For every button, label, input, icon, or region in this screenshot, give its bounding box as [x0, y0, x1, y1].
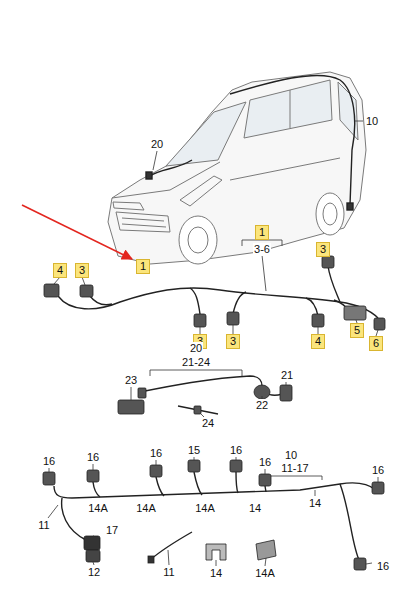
callout-box: 4 [311, 334, 325, 349]
callout-box: 6 [369, 336, 383, 351]
callout-number: 14 [308, 497, 322, 510]
callout-number: 16 [229, 444, 243, 457]
callout-number: 16 [42, 455, 56, 468]
callout-box: 3 [226, 334, 240, 349]
callout-number: 3 [79, 264, 85, 277]
callout-box: 4 [53, 263, 67, 278]
harness-wire [58, 266, 378, 318]
callout-number: 10 [365, 115, 379, 128]
leader-line [131, 381, 286, 417]
callout-box: 1 [136, 259, 150, 274]
callout-number: 1 [140, 260, 146, 273]
callout-number: 16 [86, 451, 100, 464]
callout-number: 21 [280, 369, 294, 382]
bracket [268, 476, 322, 480]
callout-number: 5 [354, 324, 360, 337]
connector [43, 460, 384, 570]
bracket [242, 240, 282, 291]
callout-number: 14A [194, 502, 216, 515]
callout-number: 16 [371, 464, 385, 477]
callout-number: 16 [376, 560, 390, 573]
callout-number: 16 [258, 456, 272, 469]
callout-number: 3 [230, 335, 236, 348]
callout-number: 11 [37, 519, 50, 532]
callout-number: 14A [135, 502, 157, 515]
callout-number: 14A [87, 502, 109, 515]
callout-number: 14 [209, 567, 223, 580]
callout-number: 10 [284, 449, 298, 462]
callout-number: 22 [255, 399, 269, 412]
callout-number: 20 [150, 138, 164, 151]
callout-box: 1 [255, 225, 269, 240]
leader-line [54, 256, 378, 336]
car-outline [108, 72, 366, 264]
harness-wire [140, 376, 282, 414]
car-harness [146, 75, 355, 210]
callout-number: 21-24 [181, 356, 211, 369]
connector [118, 385, 292, 414]
callout-number: 11 [162, 566, 175, 579]
leader-line [153, 121, 363, 170]
bracket [150, 370, 242, 376]
callout-number: 23 [124, 374, 138, 387]
callout-number: 17 [105, 524, 119, 537]
callout-number: 3 [320, 243, 326, 256]
callout-number: 14A [254, 567, 276, 580]
callout-number: 16 [149, 447, 163, 460]
callout-number: 12 [87, 566, 101, 579]
pointer-arrow [22, 205, 132, 259]
callout-number: 20 [189, 342, 203, 355]
callout-number: 15 [187, 444, 201, 457]
callout-box: 3 [75, 263, 89, 278]
callout-number: 4 [315, 335, 321, 348]
callout-box: 5 [350, 323, 364, 338]
callout-number: 24 [201, 417, 215, 430]
connector [44, 256, 385, 330]
callout-number: 14 [248, 502, 262, 515]
callout-box: 3 [316, 242, 330, 257]
callout-number: 11-17 [280, 462, 309, 475]
leader-line [48, 456, 378, 566]
callout-number: 3-6 [253, 243, 271, 256]
callout-number: 4 [57, 264, 63, 277]
harness-wire [54, 472, 376, 562]
callout-number: 6 [373, 337, 379, 350]
callout-number: 1 [259, 226, 265, 239]
